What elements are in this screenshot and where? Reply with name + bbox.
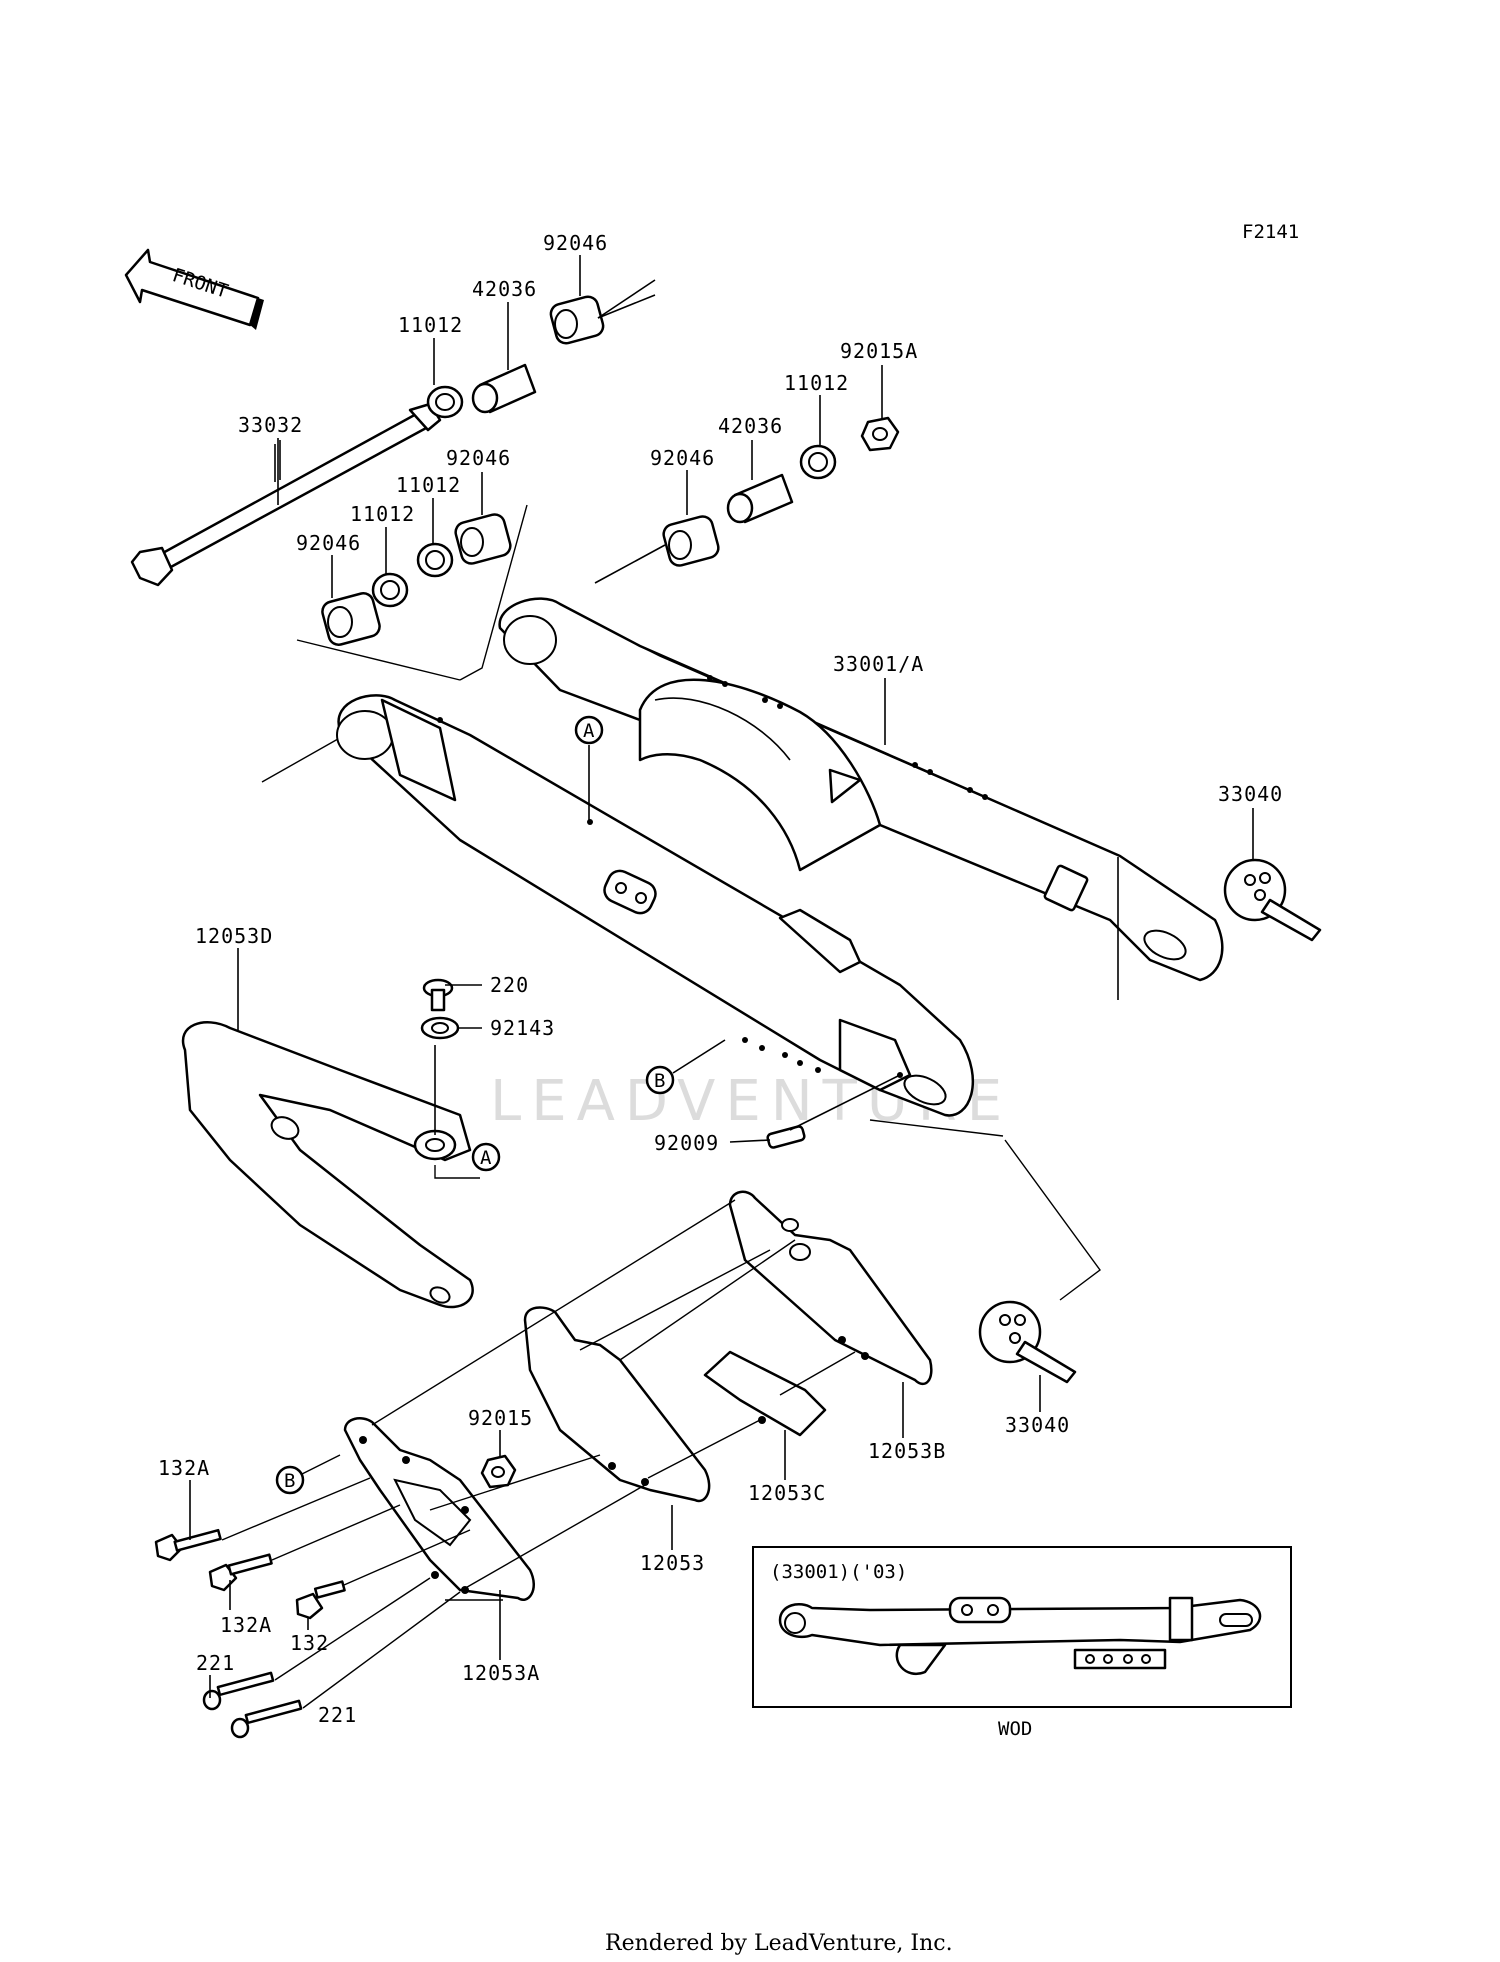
- label-92046-left: 92046: [296, 531, 361, 555]
- collar-92143: [420, 1016, 460, 1040]
- callout-A-bottom: A: [471, 1142, 501, 1172]
- sprocket-33040-bottom: [978, 1300, 1077, 1384]
- bearing-92046-left: [321, 592, 381, 646]
- label-220: 220: [490, 973, 529, 997]
- label-33001A: 33001/A: [833, 652, 924, 676]
- label-221-2: 221: [318, 1703, 357, 1727]
- bolt-132A-1: [154, 1528, 222, 1562]
- label-11012-right: 11012: [784, 371, 849, 395]
- guide-12053A: [343, 1417, 535, 1601]
- inset-title: (33001)('03): [770, 1561, 907, 1583]
- bearing-92046-right: [662, 515, 720, 567]
- collar-11012-right: [799, 444, 837, 480]
- footer-credit: Rendered by LeadVenture, Inc.: [605, 1931, 953, 1956]
- label-221-1: 221: [196, 1651, 235, 1675]
- collar-11012-mid2: [416, 542, 454, 578]
- sleeve-42036-top: [471, 363, 537, 414]
- label-33040-top: 33040: [1218, 782, 1283, 806]
- label-92009: 92009: [654, 1131, 719, 1155]
- label-92046-right: 92046: [650, 446, 715, 470]
- label-12053B: 12053B: [868, 1439, 946, 1463]
- sleeve-42036-right: [726, 473, 794, 524]
- callout-B-mid-letter: B: [654, 1070, 665, 1092]
- label-11012-top: 11012: [398, 313, 463, 337]
- swingarm-33001A: [336, 597, 1224, 1117]
- label-33040-bottom: 33040: [1005, 1413, 1070, 1437]
- guide-12053: [523, 1306, 711, 1503]
- callout-B-bottom-letter: B: [284, 1470, 295, 1492]
- figure-code: F2141: [1242, 221, 1299, 243]
- screw-221-2: [230, 1699, 303, 1739]
- callout-B-mid: B: [645, 1065, 675, 1095]
- bearing-92046-top: [549, 295, 605, 345]
- label-12053A: 12053A: [462, 1661, 540, 1685]
- label-132A-2: 132A: [220, 1613, 272, 1637]
- callout-B-bottom: B: [275, 1465, 305, 1495]
- part-labels: 92046 42036 11012 33032 92046 11012 1101…: [158, 231, 1283, 1727]
- nut-92015A: [860, 416, 900, 452]
- screw-220: [422, 978, 454, 1012]
- bolt-132A-2: [208, 1553, 273, 1592]
- inset-caption: WOD: [998, 1718, 1032, 1740]
- bolt-132: [295, 1580, 346, 1620]
- label-132A-1: 132A: [158, 1456, 210, 1480]
- label-92046-top: 92046: [543, 231, 608, 255]
- callout-A-bottom-letter: A: [480, 1147, 492, 1169]
- label-92143: 92143: [490, 1016, 555, 1040]
- callout-A-top-letter: A: [583, 720, 595, 742]
- front-arrow-icon: FRONT: [124, 248, 264, 330]
- label-92046-mid: 92046: [446, 446, 511, 470]
- collar-11012-top: [426, 385, 464, 419]
- label-12053C: 12053C: [748, 1481, 826, 1505]
- guide-12053B: [728, 1190, 933, 1386]
- guide-12053C: [703, 1350, 827, 1437]
- label-33032: 33032: [238, 413, 303, 437]
- label-11012-mid2: 11012: [396, 473, 461, 497]
- sprocket-33040-top: [1223, 858, 1322, 942]
- label-92015A: 92015A: [840, 339, 918, 363]
- callout-A-top: A: [574, 715, 604, 745]
- label-42036-right: 42036: [718, 414, 783, 438]
- bearing-92046-mid: [454, 513, 512, 565]
- stud-92009: [766, 1125, 806, 1149]
- label-12053D: 12053D: [195, 924, 273, 948]
- label-11012-mid1: 11012: [350, 502, 415, 526]
- axle-33032: [130, 402, 442, 587]
- label-132: 132: [290, 1631, 329, 1655]
- screw-221-1: [202, 1671, 275, 1711]
- inset-panel: (33001)('03): [752, 1546, 1292, 1708]
- chain-slider-12053D: [181, 1021, 474, 1309]
- label-12053: 12053: [640, 1551, 705, 1575]
- nut-92015: [480, 1454, 517, 1489]
- label-92015: 92015: [468, 1406, 533, 1430]
- leader-lines: [189, 255, 1254, 1698]
- collar-11012-mid1: [371, 572, 409, 608]
- label-42036-top: 42036: [472, 277, 537, 301]
